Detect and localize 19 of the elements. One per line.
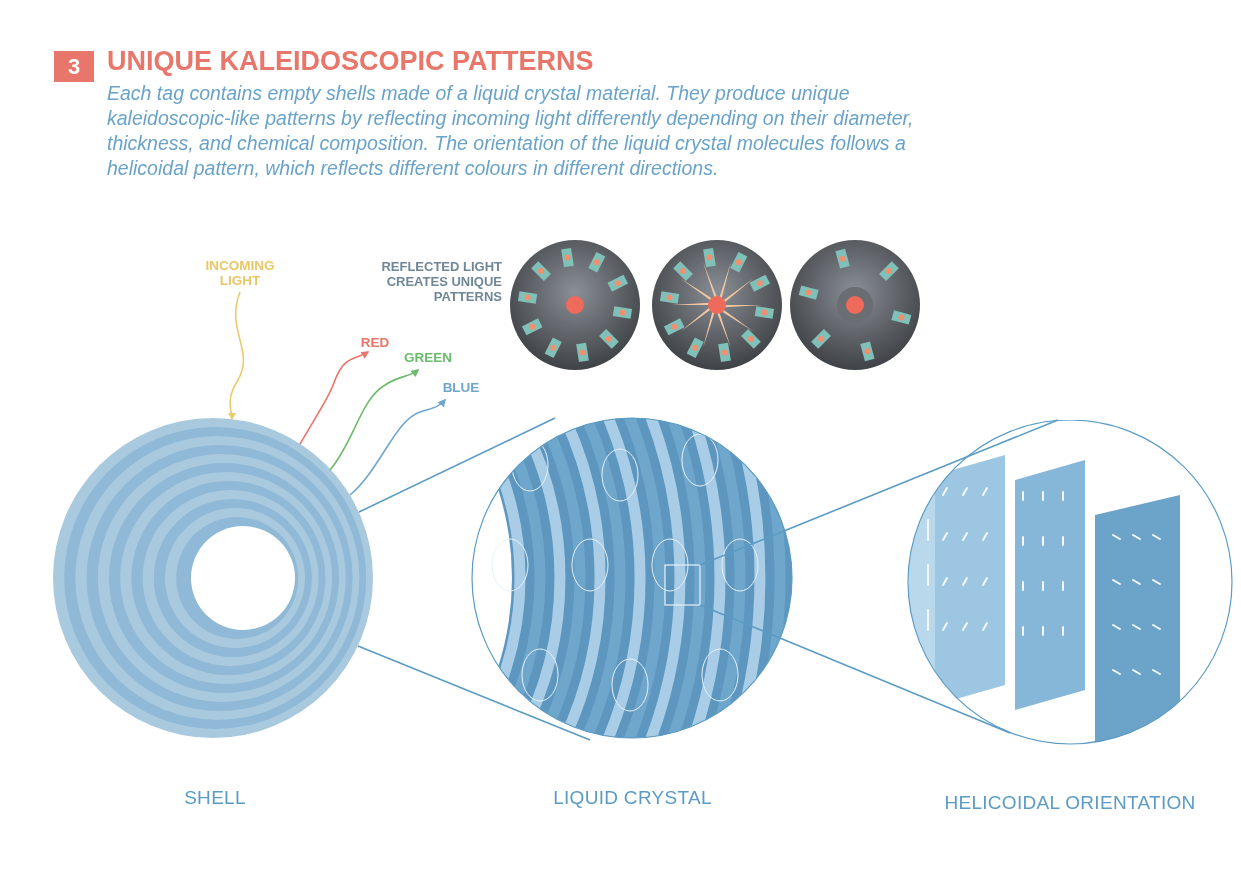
- light-ray-arrow: [227, 291, 245, 421]
- part-label: HELICOIDAL ORIENTATION: [943, 792, 1197, 814]
- light-ray-arrow: [349, 398, 447, 496]
- magnification-line: [699, 604, 1011, 734]
- magnification-line: [357, 645, 591, 741]
- light-label: INCOMING LIGHT: [204, 258, 276, 288]
- description-paragraph: Each tag contains empty shells made of a liquid crystal material. They produce unique kaleidoscopic-like patterns by reflecting incoming light differently depending on their diameter, thickness, and chemical composition. The orientation of the liquid crystal molecules follows a helicoidal pattern, which reflects different colours in different directions.: [107, 81, 915, 181]
- part-label: SHELL: [183, 787, 247, 809]
- pattern-caption: REFLECTED LIGHT CREATES UNIQUE PATTERNS: [380, 259, 502, 304]
- light-ray-arrow: [299, 351, 370, 445]
- light-label: BLUE: [441, 380, 481, 395]
- light-ray-arrow: [329, 369, 420, 471]
- light-label: RED: [359, 335, 391, 350]
- light-label: GREEN: [403, 350, 453, 365]
- section-number: 3: [54, 51, 94, 82]
- magnification-line: [699, 419, 1059, 566]
- title: UNIQUE KALEIDOSCOPIC PATTERNS: [107, 46, 594, 77]
- magnification-line: [358, 417, 556, 513]
- part-label: LIQUID CRYSTAL: [552, 787, 713, 809]
